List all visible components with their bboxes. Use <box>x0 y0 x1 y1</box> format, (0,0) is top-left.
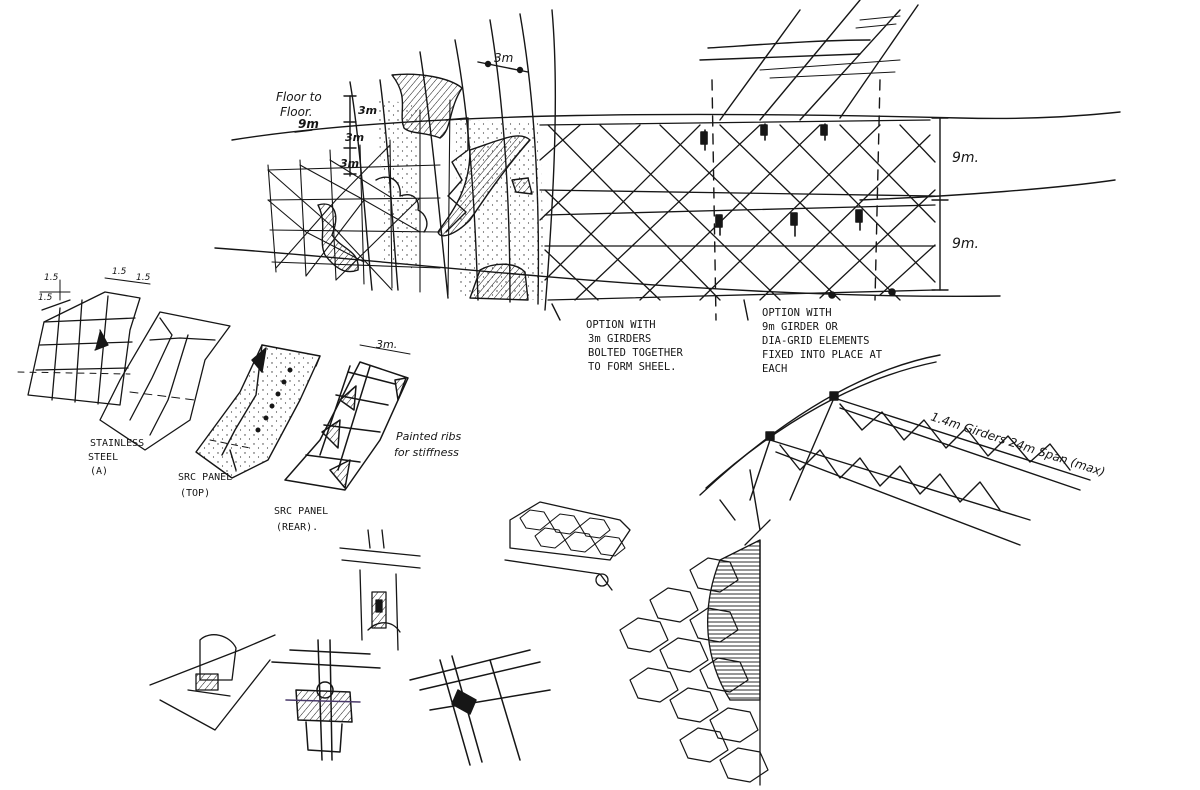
ribs-line1: Painted ribs <box>396 430 462 443</box>
ribs-line2: for stiffness <box>394 446 459 459</box>
option-a-line3: BOLTED TOGETHER <box>588 347 684 359</box>
grid-dim-15-a: 1.5 <box>44 273 59 283</box>
dim-3m-a: 3m <box>358 104 377 117</box>
option-a-line1: OPTION WITH <box>586 319 656 331</box>
src-rear-line1: SRC PANEL <box>274 506 328 517</box>
shell-facade-sketch <box>214 0 1121 321</box>
grid-dim-15-b: 1.5 <box>38 293 53 303</box>
src-panel-top-sketch <box>99 311 231 451</box>
connection-detail-small <box>149 634 276 731</box>
hex-panel-large-sketch <box>619 519 771 786</box>
option-a-line2: 3m GIRDERS <box>588 333 651 345</box>
ribbed-panel-sketch <box>284 344 411 491</box>
src-top-line2: (TOP) <box>180 488 210 499</box>
stainless-line2: STEEL <box>88 452 118 463</box>
option-b-line3: DIA-GRID ELEMENTS <box>762 335 869 347</box>
src-rear-label: SRC PANEL (REAR). <box>274 506 328 533</box>
ribs-label: Painted ribs for stiffness <box>394 430 462 459</box>
floor-to-floor-label: Floor to Floor. 9m <box>276 90 322 131</box>
stainless-steel-panel-sketch <box>17 277 151 406</box>
floor-to-floor-line2: Floor. <box>280 105 313 119</box>
src-panel-rear-sketch <box>195 344 321 479</box>
connection-detail-grid <box>409 649 551 766</box>
stainless-line1: STAINLESS <box>90 438 144 449</box>
dim-3m-top: 3m <box>494 51 513 65</box>
src-rear-line2: (REAR). <box>276 522 318 533</box>
grid-dim-15-d: 1.5 <box>136 273 151 283</box>
panel-dim-3m: 3m. <box>376 338 397 351</box>
connection-detail-node <box>271 639 381 761</box>
option-b-line2: 9m GIRDER OR <box>762 321 839 333</box>
dim-9m-a: 9m. <box>952 150 979 166</box>
stainless-line3: (A) <box>90 466 108 477</box>
floor-to-floor-line1: Floor to <box>276 90 322 104</box>
dim-3m-b: 3m <box>345 131 364 144</box>
girder-truss-sketch <box>699 354 1091 546</box>
option-b-line1: OPTION WITH <box>762 307 832 319</box>
option-b-note: OPTION WITH 9m GIRDER OR DIA-GRID ELEMEN… <box>762 307 883 375</box>
option-a-line4: TO FORM SHEEL. <box>588 361 677 373</box>
src-top-label: SRC PANEL (TOP) <box>178 472 232 499</box>
option-b-line4: FIXED INTO PLACE AT <box>762 349 883 361</box>
option-a-note: OPTION WITH 3m GIRDERS BOLTED TOGETHER T… <box>586 319 684 373</box>
grid-dim-15-c: 1.5 <box>112 267 127 277</box>
stainless-label: STAINLESS STEEL (A) <box>88 438 144 477</box>
dim-3m-c: 3m <box>340 157 359 170</box>
floor-to-floor-line3: 9m <box>298 117 319 131</box>
dim-9m-b: 9m. <box>952 236 979 252</box>
src-top-line1: SRC PANEL <box>178 472 232 483</box>
hex-panel-small-sketch <box>504 501 631 591</box>
option-b-line5: EACH <box>762 363 787 375</box>
connection-detail-upright <box>339 529 421 651</box>
